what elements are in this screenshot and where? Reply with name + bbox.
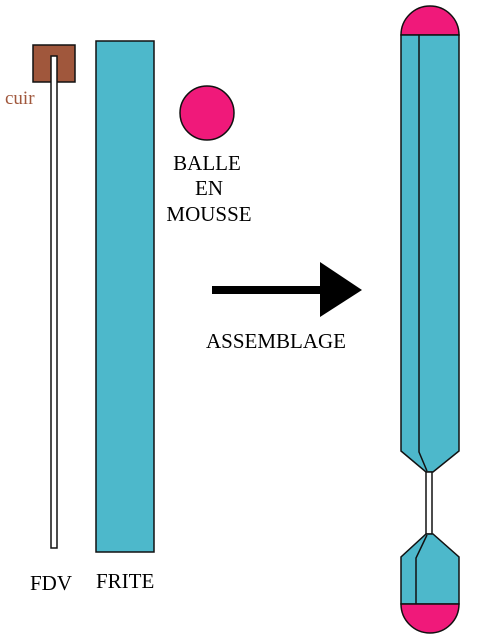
pool-noodle-label: FRITE — [96, 569, 154, 593]
assembled-inner-rod-bottom — [415, 534, 428, 604]
fiberglass-rod — [50, 55, 58, 549]
foam-ball-label-line3: MOUSSE — [166, 202, 251, 226]
leather-label: cuir — [5, 88, 35, 109]
assembled-exposed-rod — [425, 471, 433, 535]
foam-ball-label-line2: EN — [195, 176, 223, 200]
assembled-inner-rod-top — [418, 35, 428, 472]
assembled-top-ball — [400, 5, 460, 36]
assembled-handle — [400, 533, 460, 605]
pool-noodle — [95, 40, 155, 553]
assembled-blade — [400, 34, 460, 473]
assembled-bottom-ball — [400, 603, 460, 634]
assembly-label: ASSEMBLAGE — [206, 329, 346, 353]
assembled-sword — [400, 5, 460, 634]
foam-ball — [179, 85, 235, 141]
foam-ball-label-line1: BALLE — [173, 151, 241, 175]
assembly-arrow-head — [320, 262, 362, 317]
fiberglass-rod-label: FDV — [30, 571, 72, 595]
